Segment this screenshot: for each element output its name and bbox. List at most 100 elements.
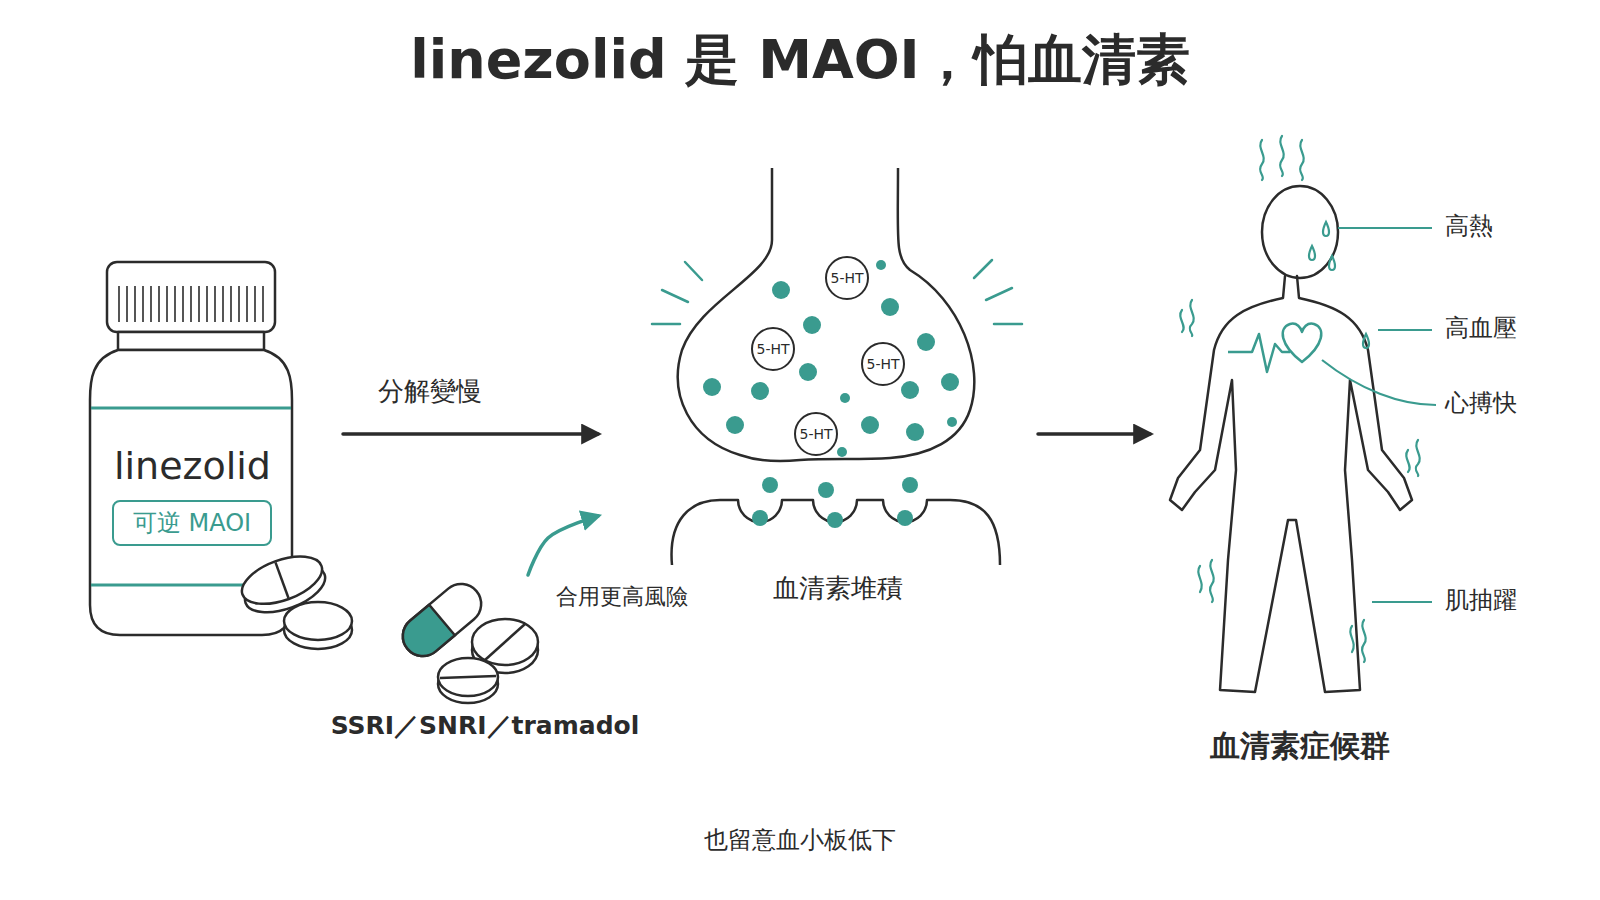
serotonin-dots [818,482,834,498]
human-figure [1262,186,1338,278]
serotonin-dots [762,477,778,493]
serotonin-dots [803,316,821,334]
serotonin-dots [799,363,817,381]
footnote: 也留意血小板低下 [0,826,1600,855]
serotonin-dots [827,512,843,528]
bottle-cap-ridges [118,286,120,322]
node-text: 5-HT [756,341,789,358]
serotonin-dots [917,333,935,351]
release-lines [652,323,680,326]
leader-lines [1322,360,1436,405]
bottle-cap-ridges [119,286,263,322]
tablets [438,619,538,703]
postsynaptic-membrane [672,500,1000,565]
serotonin-dots [941,373,959,391]
serotonin-dots [751,382,769,400]
tablets [438,658,498,696]
serotonin-dots [861,416,879,434]
serotonin-dots [703,260,959,528]
presynaptic-terminal [678,168,974,461]
heart-symbol [1228,324,1321,372]
sweat-drops [1309,246,1315,260]
serotonin-molecule: 5-HT [861,342,905,386]
human-figure [1170,276,1412,692]
leader-lines [1322,228,1436,602]
serotonin-dots [840,393,850,403]
tablets [485,624,525,660]
bottle-label-bands [91,407,291,410]
node-text: 5-HT [866,356,899,373]
bottle-cap-ridges [214,286,216,322]
edge-label: 合用更高風險 [556,584,688,610]
heat-waves [1198,566,1201,592]
heat-waves [1416,440,1420,476]
leader-lines [1372,601,1432,603]
bottle-outline [118,332,264,350]
serotonin-dots [901,381,919,399]
bottle-cap-ridges [246,286,248,322]
heat-waves [1190,300,1194,336]
node-text: 血清素症候群 [1150,728,1450,764]
heat-waves [1406,450,1409,472]
presynaptic-terminal [678,168,974,461]
edge-label: 分解變慢 [378,376,482,407]
bottle-cap-ridges [206,286,208,322]
drug-class-tag: 可逆 MAOI [112,500,272,546]
bottle-cap-ridges [174,286,176,322]
bottle-cap-ridges [166,286,168,322]
serotonin-molecule: 5-HT [751,327,795,371]
heat-waves [1180,310,1183,332]
serotonin-dots [902,477,918,493]
tablets [440,676,496,678]
heat-waves [1260,140,1264,180]
heat-waves [1300,140,1304,180]
bottle-cap-ridges [182,286,184,322]
release-lines [994,323,1022,326]
flow-arrow [343,432,598,436]
heat-waves [1350,626,1353,652]
bottle-cap-ridges [254,286,256,322]
symptom-label: 高血壓 [1445,314,1517,343]
bottle-label-bands [91,408,291,585]
synapse: 血清素堆積5-HT5-HT5-HT5-HT [598,165,1038,605]
node-text: 可逆 MAOI [133,509,251,538]
serotonin-dots [881,298,899,316]
patient-figure: 血清素症候群 [1150,130,1450,770]
tablets [236,547,352,649]
release-lines [662,290,688,302]
human-figure [1170,186,1412,692]
node-text: linezolid [90,444,295,490]
sweat-drops [1323,222,1329,236]
heat-waves [1210,560,1214,602]
heart-symbol [1228,334,1290,372]
node-text: 5-HT [799,426,832,443]
serotonin-dots [876,260,886,270]
serotonin-dots [752,510,768,526]
release-lines [685,262,702,280]
symptom-label: 心搏快 [1445,389,1517,418]
serotonin-dots [947,417,957,427]
heart-symbol [1283,324,1322,362]
serotonin-dots [703,378,721,396]
serotonin-dots [906,423,924,441]
tablets [284,602,352,640]
serotonin-dots [726,416,744,434]
heat-waves [1180,136,1419,662]
bottle-cap-ridges [230,286,232,322]
serotonin-dots [772,281,790,299]
sweat-drops [1309,222,1369,348]
bottle-cap-ridges [158,286,160,322]
symptom-label: 肌抽躍 [1445,586,1517,615]
leader-lines [1338,227,1432,229]
release-lines [986,288,1012,300]
sweat-drops [1329,256,1335,270]
tablets [472,619,538,665]
heat-waves [1280,136,1284,176]
tablets [275,562,288,598]
serotonin-molecule: 5-HT [825,256,869,300]
bottle-cap-ridges [198,286,200,322]
bottle-outline [107,262,275,332]
